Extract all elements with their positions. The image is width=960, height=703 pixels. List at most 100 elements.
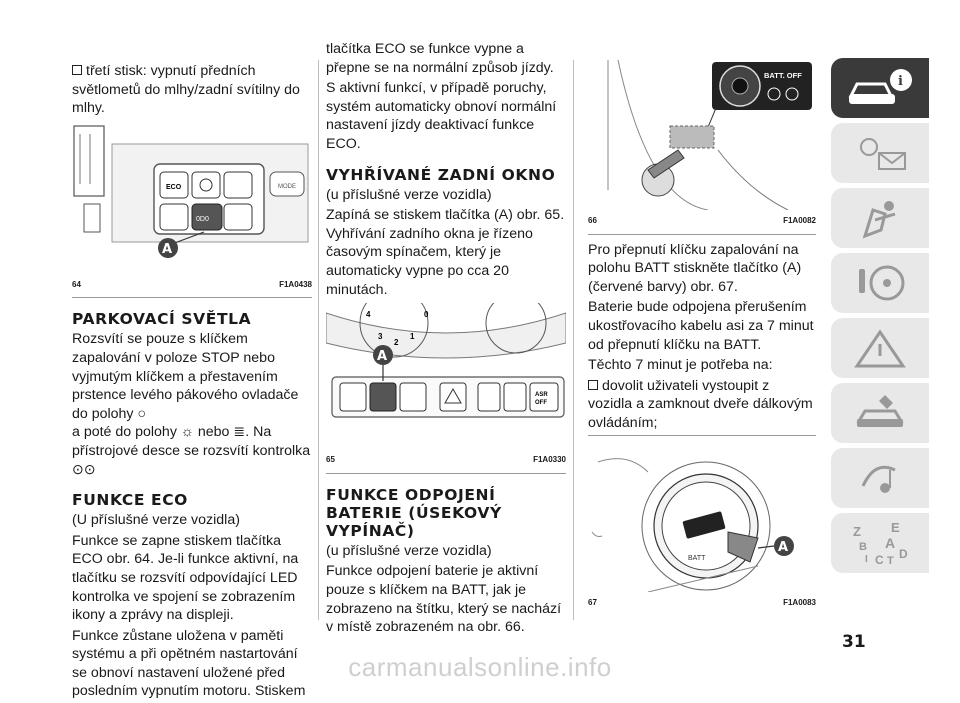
svg-text:ECO: ECO bbox=[166, 184, 182, 191]
battery-version: (u příslušné verze vozidla) bbox=[326, 542, 492, 559]
caption-rule bbox=[588, 233, 816, 235]
column-2: tlačítka ECO se funkce vypne a přepne se… bbox=[326, 40, 566, 639]
battery-text: Funkce odpojení baterie je aktivní pouze… bbox=[326, 563, 562, 636]
figure-65-code: F1A0330 bbox=[533, 455, 566, 465]
svg-text:ASR: ASR bbox=[535, 392, 548, 398]
sidebar-tab-emergency[interactable] bbox=[831, 318, 929, 378]
parking-light-icon: ☼ bbox=[180, 424, 194, 441]
figure-67-number: 67 bbox=[588, 597, 597, 607]
column-3: BATT. OFF 66 F1A0082 Pro přepnutí klíčku… bbox=[588, 60, 816, 612]
bullet-text: dovolit uživateli vystoupit z vozidla a … bbox=[588, 377, 813, 431]
index-letters-icon: Z E B A I C T D bbox=[853, 520, 908, 567]
figure-67-callout: A bbox=[778, 540, 788, 555]
sidebar-tab-index[interactable]: Z E B A I C T D bbox=[831, 513, 929, 573]
figure-64-drawing: ECO 0D0 MODE A bbox=[73, 125, 309, 258]
during-text: Těchto 7 minut je potřeba na: bbox=[588, 357, 773, 374]
figure-65-callout: A bbox=[377, 349, 387, 364]
ring-off-icon: ○ bbox=[137, 405, 147, 422]
heading-parking-lights: PARKOVACÍ SVĚTLA bbox=[72, 310, 252, 329]
sidebar-tab-multimedia[interactable] bbox=[831, 448, 929, 508]
column-1: třetí stisk: vypnutí předních světlometů… bbox=[72, 62, 312, 703]
column-divider-2 bbox=[573, 60, 574, 620]
figure-64-code: F1A0438 bbox=[279, 279, 312, 289]
page-number: 31 bbox=[842, 632, 866, 652]
airbag-seat-icon bbox=[862, 201, 896, 239]
wrench-car-icon bbox=[856, 395, 904, 427]
intro-rest-text: světlometů do mlhy/zadní svítilny do mlh… bbox=[72, 81, 300, 117]
svg-text:I: I bbox=[865, 554, 868, 565]
parking-text-2c: . Na přístrojové desce se rozsvítí kontr… bbox=[72, 424, 311, 459]
heading-eco: FUNKCE ECO bbox=[72, 491, 188, 510]
intro-paragraph: třetí stisk: vypnutí předních světlometů… bbox=[72, 62, 312, 118]
figure-65-caption: 65 F1A0330 bbox=[326, 451, 566, 470]
figure-67-code: F1A0083 bbox=[783, 597, 816, 607]
svg-text:i: i bbox=[898, 74, 903, 89]
steering-key-icon bbox=[859, 265, 905, 301]
dial-2: 2 bbox=[394, 338, 399, 347]
figure-64-caption: 64 F1A0438 bbox=[72, 276, 312, 295]
watermark: carmanualsonline.info bbox=[348, 652, 612, 682]
heading-heated-window: VYHŘÍVANÉ ZADNÍ OKNO bbox=[326, 165, 556, 184]
parking-text-2a: a poté do polohy bbox=[72, 424, 177, 441]
figure-67-caption: 67 F1A0083 bbox=[588, 594, 816, 613]
eco-text-1: Funkce se zapne stiskem tlačítka ECO obr… bbox=[72, 532, 299, 624]
dial-4: 4 bbox=[366, 310, 371, 319]
svg-text:T: T bbox=[887, 555, 894, 567]
section-rule bbox=[588, 434, 816, 436]
music-note-icon bbox=[861, 465, 896, 493]
sidebar-tab-car-info[interactable]: i bbox=[831, 58, 929, 118]
intro-bullet-text: třetí stisk: vypnutí předních bbox=[86, 63, 256, 79]
parking-text-1: Rozsvítí se pouze s klíčkem zapalování v… bbox=[72, 331, 299, 422]
eco-continuation: tlačítka ECO se funkce vypne a přepne se… bbox=[326, 41, 554, 76]
dial-3: 3 bbox=[378, 332, 383, 341]
mode-label: MODE bbox=[278, 184, 296, 190]
bullet-paragraph: dovolit uživateli vystoupit z vozidla a … bbox=[588, 377, 816, 433]
figure-66-drawing: BATT. OFF bbox=[607, 60, 812, 210]
figure-65-drawing: 4 0 3 2 1 ASR OFF A bbox=[326, 303, 566, 418]
heated-text: Zapíná se stiskem tlačítka (A) obr. 65. … bbox=[326, 207, 565, 298]
dial-1: 1 bbox=[410, 332, 415, 341]
svg-text:B: B bbox=[859, 541, 867, 553]
batt-label: BATT bbox=[688, 555, 706, 562]
figure-66-code: F1A0082 bbox=[783, 216, 816, 225]
caption-rule bbox=[326, 472, 566, 474]
sidebar-tab-safety[interactable] bbox=[831, 188, 929, 248]
disconnect-text: Baterie bude odpojena přerušením ukostřo… bbox=[588, 299, 814, 353]
heading-battery-disconnect: FUNKCE ODPOJENÍ BATERIE (ÚSEKOVÝ VYPÍNAČ… bbox=[326, 485, 502, 540]
svg-text:0D0: 0D0 bbox=[196, 216, 209, 223]
figure-66-caption: 66 F1A0082 bbox=[588, 212, 816, 231]
figure-64-number: 64 bbox=[72, 279, 81, 289]
sidebar-tab-starting[interactable] bbox=[831, 253, 929, 313]
parking-text-2b: nebo bbox=[197, 424, 230, 441]
eco-version: (U příslušné verze vozidla) bbox=[72, 512, 240, 529]
sidebar-tab-maintenance[interactable] bbox=[831, 383, 929, 443]
figure-66-number: 66 bbox=[588, 216, 597, 225]
svg-text:A: A bbox=[885, 535, 895, 551]
figure-64-callout: A bbox=[162, 242, 172, 257]
hazard-triangle-icon bbox=[854, 329, 906, 368]
checkbox-bullet-icon bbox=[588, 379, 598, 390]
side-lights-warning-icon: ⊙⊙ bbox=[72, 461, 96, 478]
svg-text:D: D bbox=[899, 547, 908, 561]
sidebar-tab-warning-lights[interactable] bbox=[831, 123, 929, 183]
figure-64: ECO 0D0 MODE A bbox=[72, 123, 312, 274]
figure-67-drawing: BATT A bbox=[591, 457, 794, 592]
figure-65-number: 65 bbox=[326, 455, 335, 465]
checkbox-bullet-icon bbox=[72, 65, 82, 75]
figure-66: BATT. OFF bbox=[588, 60, 816, 210]
svg-text:E: E bbox=[891, 520, 900, 535]
batt-off-label: BATT. OFF bbox=[764, 71, 802, 80]
car-info-icon: i bbox=[848, 69, 912, 104]
figure-65: 4 0 3 2 1 ASR OFF A bbox=[326, 303, 566, 450]
column-divider-1 bbox=[318, 60, 319, 620]
parking-paragraph: Rozsvítí se pouze s klíčkem zapalování v… bbox=[72, 330, 312, 479]
figure-67: BATT A bbox=[588, 441, 816, 592]
dial-0: 0 bbox=[424, 310, 429, 319]
heated-version: (u příslušné verze vozidla) bbox=[326, 186, 492, 203]
eco-fault-text: S aktivní funkcí, v případě poruchy, sys… bbox=[326, 80, 557, 152]
warning-lights-icon bbox=[860, 138, 906, 170]
chapter-sidebar: i bbox=[831, 58, 929, 578]
svg-text:C: C bbox=[875, 553, 884, 567]
svg-text:OFF: OFF bbox=[535, 400, 547, 406]
low-beam-icon: ≣ bbox=[233, 424, 246, 441]
